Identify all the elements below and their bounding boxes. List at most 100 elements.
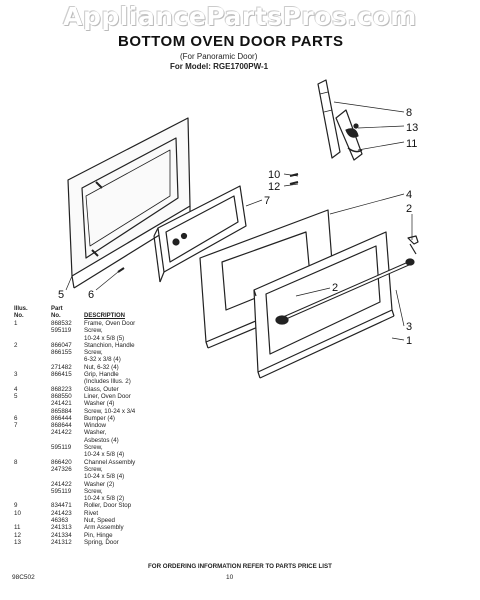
illus-number [12,356,51,363]
table-row: 865884 Screw, 10-24 x 3/4 [12,408,138,415]
table-row: 10-24 x 5/8 (4) [12,473,138,480]
part-number: 241312 [51,538,72,546]
illus-number [12,473,51,480]
part-number [51,437,84,444]
table-row: 10-24 x 5/8 (4) [12,451,138,458]
part-description: Washer (2) [84,480,115,488]
arm-assembly-part [335,109,363,161]
part-description: 10-24 x 5/8 (5) [84,334,125,342]
illus-number [12,481,51,488]
part-description: Washer (4) [84,400,115,408]
part-description: Nut, Speed [84,517,115,525]
part-number [51,335,84,342]
part-description: 10-24 x 5/8 (4) [84,451,125,459]
part-number: 866415 [51,371,72,379]
part-description: Screw, [84,327,103,335]
leader-lines [65,101,413,341]
callout-6: 6 [88,289,94,301]
header-description: DESCRIPTION [84,313,126,319]
part-number: 595119 [51,487,72,495]
part-number: 868550 [51,392,72,400]
illus-number: 2 [14,341,18,349]
screws-part [117,173,299,273]
illus-number [12,429,51,436]
illus-number [12,488,51,495]
ordering-info: FOR ORDERING INFORMATION REFER TO PARTS … [148,563,332,570]
part-number: 865884 [51,407,72,415]
illus-number [12,364,51,371]
part-description: Liner, Oven Door [84,392,131,400]
part-number: 241422 [51,480,72,488]
part-number: 241423 [51,509,72,517]
part-number: 271482 [51,363,72,371]
part-number: 834471 [51,502,72,510]
table-row: 241422 Washer (2) [12,481,138,488]
table-row: 13 241312 Spring, Door [12,539,138,546]
table-header-row: No. No. DESCRIPTION [12,313,138,320]
channel-assembly-part [317,79,341,159]
part-number: 241421 [51,400,72,408]
illus-number: 4 [14,385,18,393]
header-part-no: No. [51,313,61,319]
part-number: 866444 [51,414,72,422]
illus-number: 13 [14,538,21,546]
table-header-row: Illus. Part [12,306,138,313]
callout-13: 13 [406,122,418,134]
part-number: 868532 [51,320,72,327]
illus-number [12,378,51,385]
table-row: 595119 Screw, [12,327,138,334]
page-subtitle: (For Panoramic Door) [180,52,258,61]
part-number: 595119 [51,444,72,452]
part-number: 866420 [51,458,72,466]
part-description: 6-32 x 3/8 (4) [84,356,121,364]
part-number: 866155 [51,349,72,357]
doc-code: 98C502 [12,574,35,581]
window-part [153,185,247,283]
part-number: 866047 [51,341,72,349]
illus-number [12,451,51,458]
illus-number [12,408,51,415]
model-label: For Model: RGE1700PW-1 [170,62,269,71]
part-description: Frame, Oven Door [84,320,136,327]
part-description: 10-24 x 5/8 (4) [84,473,125,481]
callout-10: 10 [268,169,280,181]
part-description: Roller, Door Stop [84,502,132,510]
callout-7: 7 [264,195,270,207]
part-description: Glass, Outer [84,385,119,393]
illus-number: 11 [14,524,21,532]
callout-11: 11 [406,138,417,150]
part-number: 595119 [51,327,72,335]
part-description: Spring, Door [84,538,119,546]
illus-number [12,466,51,473]
callout-8: 8 [406,107,412,119]
part-description: Screw, [84,487,103,495]
illus-number: 12 [14,531,21,539]
part-description: Bumper (4) [84,414,115,422]
table-row: 241421 Washer (4) [12,400,138,407]
part-description: Washer, [84,429,107,437]
illus-number [12,400,51,407]
illus-number [12,349,51,356]
part-description: Screw, 10-24 x 3/4 [84,407,136,415]
part-description: Screw, [84,349,103,357]
table-row: 595119 Screw, [12,488,138,495]
callout-12: 12 [268,181,280,193]
illus-number [12,517,51,524]
part-description: Channel Assembly [84,458,136,466]
part-number [51,356,84,363]
part-description: Nut, 6-32 (4) [84,363,119,371]
handle-part [275,235,419,325]
illus-number [12,444,51,451]
header-part: Part [51,306,63,312]
callout-2-handle: 2 [406,203,412,215]
